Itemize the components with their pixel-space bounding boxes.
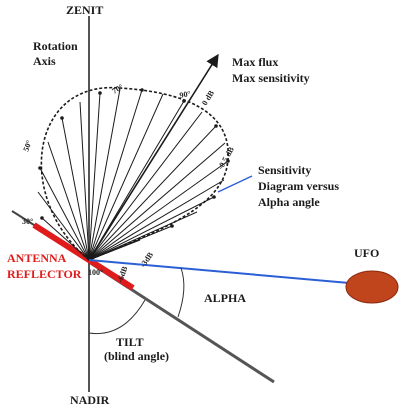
sensitivity-label-2: Diagram versus [258,179,339,193]
radial-line [88,88,121,261]
lobe-dot [170,224,174,228]
lobe-dot [214,124,218,128]
lobe-dot [38,166,42,170]
max-flux-arrow [88,53,219,261]
max-flux-label-1: Max flux [232,55,278,69]
radial-line [88,211,198,261]
radial-line [41,217,90,261]
radial-line [88,89,143,261]
radial-line [47,141,90,261]
ufo-beam [88,259,373,286]
lobe-dots [38,88,230,228]
tilt-arc [88,299,146,335]
rotation-axis-label-1: Rotation [33,39,78,53]
sensitivity-pointer [217,175,253,193]
radial-line [88,111,203,261]
lobe-dot [226,159,230,163]
lobe-dot [60,116,64,120]
radial-line [37,191,90,261]
radial-lines [37,88,229,261]
tilt-label: TILT [116,335,144,349]
lobe-dot [212,195,216,199]
radial-line [88,160,229,261]
radial-line [88,196,215,261]
deg90-label: 90° [179,89,192,100]
radial-line [88,239,141,261]
deg30-label: 30° [22,217,33,226]
lobe-dot [98,91,102,95]
lobe-dot [140,88,144,92]
deg70-label: 70° [111,82,125,95]
db0-label: 0 dB [200,88,216,107]
ufo-body [345,270,399,304]
antenna-reflector [32,222,135,291]
radial-line [39,167,90,261]
deg100-label: 100° [88,268,103,277]
alpha-arc [177,267,185,318]
sensitivity-lobe [40,87,229,261]
sensitivity-label-1: Sensitivity [258,163,311,177]
radial-line [88,92,101,261]
nadir-label: NADIR [70,393,110,407]
radial-line [88,93,164,261]
lobe-dot [182,99,186,103]
radial-line [88,125,217,261]
radial-line [88,179,225,261]
deg50-label: 50° [21,139,33,153]
zenit-label: ZENIT [66,3,103,17]
ufo-label: UFO [354,246,379,260]
blind-angle-label: (blind angle) [104,349,169,363]
rotation-axis-label-2: Axis [33,54,56,68]
sensitivity-label-3: Alpha angle [258,195,320,209]
radial-line [61,117,90,261]
db6-label: -6dB [115,265,129,284]
reflector-label: REFLECTOR [7,267,82,281]
alpha-label: ALPHA [204,291,246,305]
radial-line [88,142,226,261]
lobe-dot [40,216,44,220]
antenna-label: ANTENNA [7,251,67,265]
max-flux-label-2: Max sensitivity [232,71,310,85]
radial-line [79,101,90,261]
